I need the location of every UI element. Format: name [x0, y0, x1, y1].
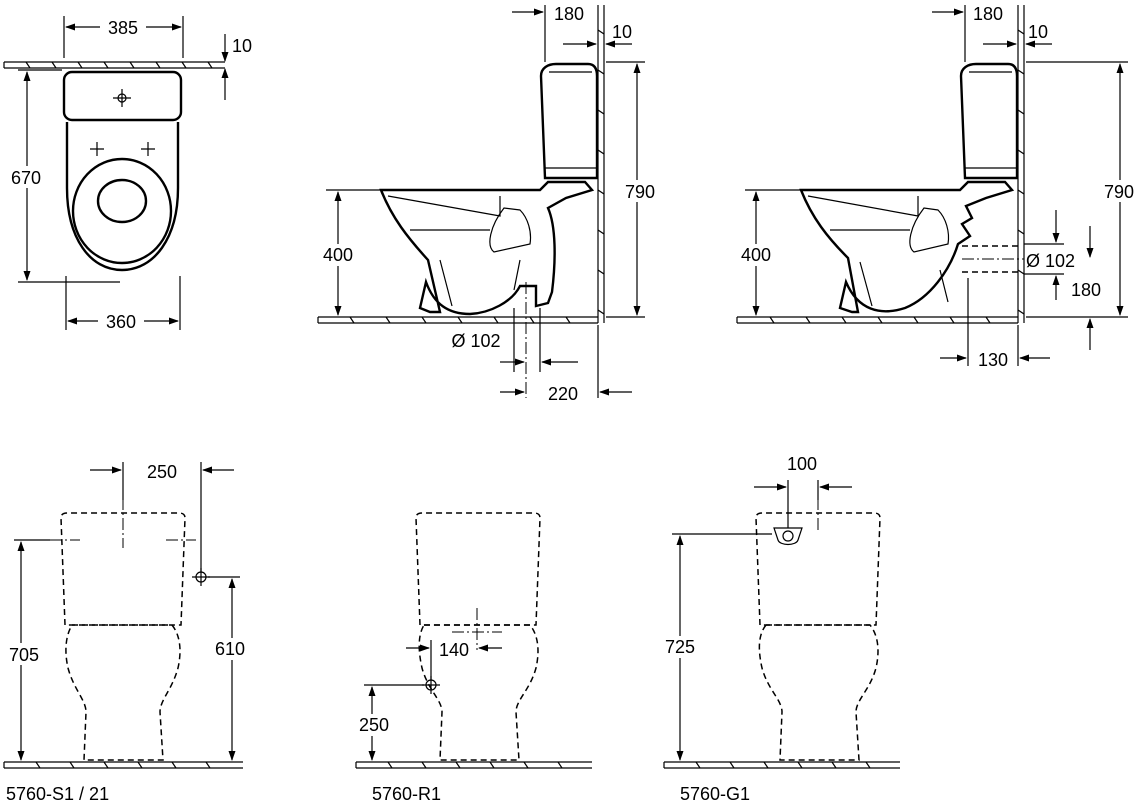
g1-bowl-outline: [758, 624, 879, 761]
model-label-g1: 5760-G1: [680, 784, 750, 804]
dim-side1-220: 220: [500, 325, 632, 404]
side-view-1: 180 10 790 400 Ø 102: [316, 4, 664, 404]
dim-g1-725: 725: [658, 533, 772, 761]
side2-floor: [736, 316, 1018, 324]
g1-cistern-outline: [755, 512, 881, 626]
dim-side2-diameter: Ø 102: [1024, 210, 1075, 300]
side2-cistern-outline: [959, 62, 1019, 180]
dim-side1-180: 180: [512, 4, 584, 62]
dim-side2-10-label: 10: [1028, 22, 1048, 42]
plan-bowl-outline: [65, 122, 180, 272]
dim-side2-180b: 180: [1071, 226, 1101, 350]
dim-side1-diameter: Ø 102: [451, 308, 578, 372]
r1-floor: [355, 761, 592, 769]
model-label-s1: 5760-S1 / 21: [6, 784, 109, 804]
dim-side2-10: 10: [983, 22, 1052, 48]
dim-10: 10: [221, 34, 252, 100]
dim-g1-100-label: 100: [787, 454, 817, 474]
model-label-r1: 5760-R1: [372, 784, 441, 804]
dim-s1-610-label: 610: [215, 639, 245, 659]
dim-360-label: 360: [106, 312, 136, 332]
side1-bowl-outline: [379, 180, 595, 316]
fixing-cross-icon: [90, 89, 155, 156]
dim-385: 385: [63, 16, 184, 58]
dim-side1-diameter-label: Ø 102: [451, 331, 500, 351]
dim-r1-250: 250: [352, 684, 424, 761]
dim-670-label: 670: [11, 168, 41, 188]
s1-cistern-outline: [60, 512, 186, 626]
side2-bowl-outline: [799, 180, 1015, 314]
dim-s1-250-label: 250: [147, 462, 177, 482]
dim-r1-140: 140: [406, 640, 502, 680]
dim-s1-610: 610: [208, 576, 256, 761]
dim-side1-400: 400: [316, 189, 380, 316]
dim-g1-725-label: 725: [665, 637, 695, 657]
dim-side1-10: 10: [563, 22, 632, 48]
dim-670: 670: [4, 69, 120, 283]
g1-floor: [663, 761, 900, 769]
r1-bowl-outline: [418, 624, 539, 761]
side1-cistern-outline: [539, 62, 599, 180]
dim-side1-400-label: 400: [323, 245, 353, 265]
plan-wall: [3, 61, 225, 69]
dim-side1-180-label: 180: [554, 4, 584, 24]
dim-side1-220-label: 220: [548, 384, 578, 404]
dim-s1-250: 250: [90, 462, 234, 572]
dim-side2-180-label: 180: [973, 4, 1003, 24]
plan-seat-opening: [96, 178, 148, 224]
plan-seat-ring: [71, 157, 173, 265]
dim-side2-diameter-label: Ø 102: [1026, 251, 1075, 271]
side2-wall: [1017, 5, 1025, 323]
outlet-connector-icon: [773, 527, 803, 546]
side1-wall: [597, 5, 605, 323]
dim-side2-180b-label: 180: [1071, 280, 1101, 300]
front-view-s1: 250 705 610 5760-S1 / 21: [2, 462, 256, 804]
dim-side1-790: 790: [606, 61, 664, 318]
top-plan-view: 385 10 670 360: [3, 16, 252, 332]
dim-side1-10-label: 10: [612, 22, 632, 42]
dim-s1-705-label: 705: [9, 645, 39, 665]
dim-360: 360: [65, 276, 181, 332]
dim-g1-100: 100: [754, 454, 852, 528]
dim-10-label: 10: [232, 36, 252, 56]
dim-side2-130: 130: [940, 325, 1050, 370]
dim-side1-790-label: 790: [625, 182, 655, 202]
s1-bowl-outline: [65, 624, 181, 761]
dim-side2-400-label: 400: [741, 245, 771, 265]
s1-floor: [3, 761, 243, 769]
side-view-2: 180 10 790 400 Ø 102 180: [734, 4, 1140, 370]
front-view-r1: 140 250 5760-R1: [352, 512, 592, 804]
dim-s1-705: 705: [2, 539, 50, 761]
side1-floor: [317, 316, 598, 324]
dim-385-label: 385: [108, 18, 138, 38]
dim-side2-790: 790: [1026, 61, 1140, 318]
dim-side2-790-label: 790: [1104, 182, 1134, 202]
dim-side2-130-label: 130: [978, 350, 1008, 370]
dim-r1-250-label: 250: [359, 715, 389, 735]
front-view-g1: 100 725 5760-G1: [658, 454, 900, 804]
dim-side2-180: 180: [932, 4, 1003, 62]
dim-side2-400: 400: [734, 189, 800, 316]
r1-cistern-outline: [415, 512, 541, 626]
dim-r1-140-label: 140: [439, 640, 469, 660]
plan-cistern-outline: [62, 70, 183, 122]
